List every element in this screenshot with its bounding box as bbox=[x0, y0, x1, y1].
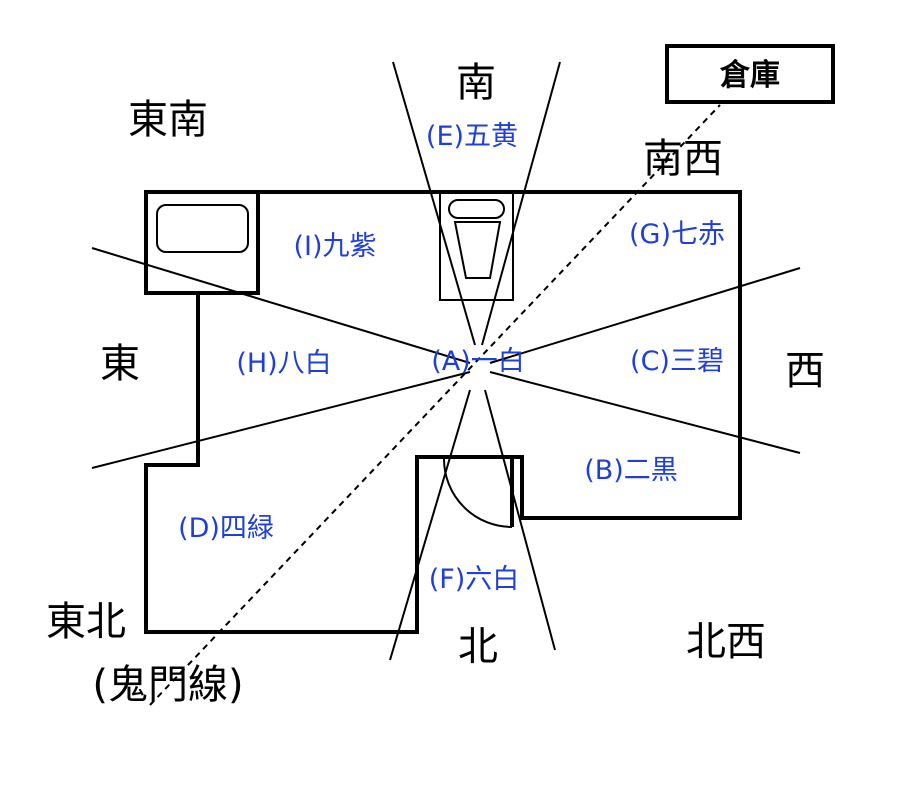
zone-label-f: (F)六白 bbox=[429, 564, 520, 595]
ray-east-upper bbox=[91, 247, 471, 364]
zone-label-a: (A)一白 bbox=[431, 346, 525, 377]
storage-label: 倉庫 bbox=[719, 58, 780, 93]
ray-south-left bbox=[392, 61, 476, 346]
toilet-bowl bbox=[453, 221, 502, 279]
toilet-room bbox=[439, 192, 514, 301]
direction-south: 南 bbox=[456, 60, 496, 106]
zone-label-i: (I)九紫 bbox=[293, 231, 376, 262]
ray-north-left bbox=[389, 389, 471, 661]
bathtub bbox=[156, 204, 249, 253]
direction-north: 北 bbox=[458, 624, 498, 670]
bathroom-box bbox=[144, 190, 260, 295]
zone-label-b: (B)二黒 bbox=[584, 455, 678, 486]
kimon-line-label: (鬼門線) bbox=[92, 662, 243, 708]
ray-south-right bbox=[481, 61, 561, 346]
direction-northeast: 東北 bbox=[46, 599, 126, 645]
ray-west-upper bbox=[489, 267, 801, 364]
zone-label-d: (D)四緑 bbox=[178, 513, 274, 544]
toilet-tank bbox=[448, 199, 505, 219]
ray-east-lower bbox=[91, 371, 471, 469]
zone-label-c: (C)三碧 bbox=[630, 346, 724, 377]
direction-east: 東 bbox=[100, 341, 140, 387]
direction-southeast: 東南 bbox=[128, 97, 208, 143]
ray-west-lower bbox=[489, 371, 801, 454]
kimon-dashed-line bbox=[149, 104, 721, 706]
door-swing-arc bbox=[443, 458, 513, 528]
zone-labels: (A)一白 (B)二黒 (C)三碧 (D)四緑 (E)五黄 (F)六白 (G)七… bbox=[178, 121, 725, 595]
sector-lines bbox=[91, 61, 801, 706]
zone-label-h: (H)八白 bbox=[236, 348, 331, 379]
direction-west: 西 bbox=[785, 348, 825, 394]
direction-southwest: 南西 bbox=[643, 136, 723, 182]
zone-label-e: (E)五黄 bbox=[426, 121, 518, 152]
zone-label-g: (G)七赤 bbox=[629, 219, 725, 250]
storage-box bbox=[665, 44, 835, 104]
direction-northwest: 北西 bbox=[686, 619, 766, 665]
